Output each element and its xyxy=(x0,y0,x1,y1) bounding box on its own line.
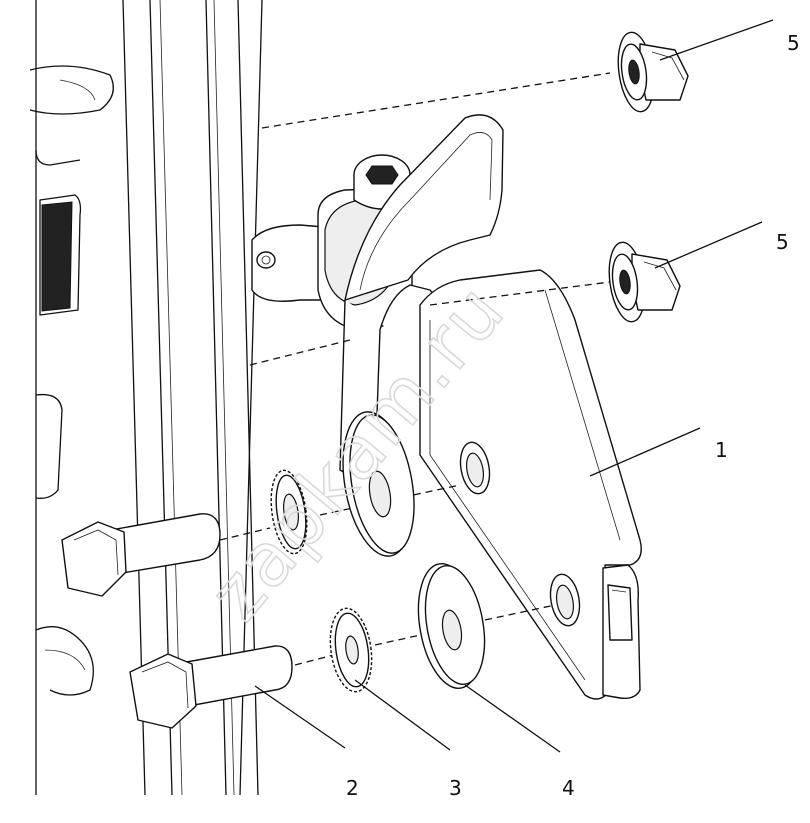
callout-2: 2 xyxy=(346,776,359,800)
callout-5-top: 5 xyxy=(787,31,800,55)
bolt-part-2 xyxy=(129,645,293,729)
callout-4: 4 xyxy=(562,776,575,800)
flange-nut-middle xyxy=(608,241,681,323)
callout-1: 1 xyxy=(715,438,728,462)
body-panel xyxy=(29,0,263,796)
bolt-upper xyxy=(61,513,221,597)
flat-washer-upper xyxy=(342,411,415,557)
assembly-lines xyxy=(219,72,611,666)
callout-5-middle: 5 xyxy=(776,230,789,254)
flat-washer-part-4 xyxy=(417,563,486,689)
leader-lines xyxy=(254,19,774,753)
callout-3: 3 xyxy=(449,776,462,800)
flange-nut-top xyxy=(617,31,689,113)
lock-washer-upper xyxy=(270,469,308,555)
lock-washer-part-3 xyxy=(329,607,373,693)
